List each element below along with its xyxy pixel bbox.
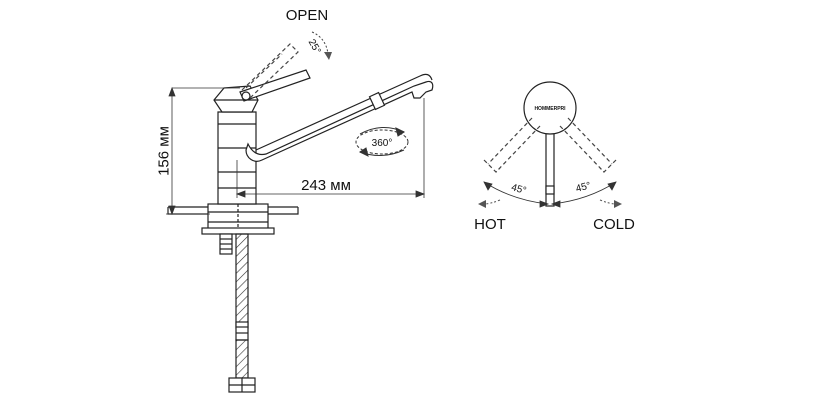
open-label: OPEN (286, 7, 329, 24)
open-arrow-head (324, 52, 332, 60)
rotation-symbol (355, 127, 409, 157)
hot-label: HOT (474, 216, 506, 233)
handle-top-circle (523, 81, 577, 135)
lever-handle (239, 69, 311, 102)
hot-arrow-head (478, 200, 486, 208)
height-label: 156 мм (156, 126, 173, 176)
height-dimension (166, 86, 240, 216)
cold-angle-label: 45° (575, 180, 592, 195)
side-view (167, 43, 434, 393)
reach-dimension (235, 98, 426, 198)
lever-open-position (241, 43, 299, 99)
cold-label: COLD (593, 216, 635, 233)
angle-arcs (483, 181, 617, 208)
cold-direction-arrow (599, 199, 617, 205)
faucet-body (217, 111, 257, 205)
hot-direction-arrow (483, 199, 501, 205)
cold-arrow-head (614, 200, 622, 208)
lever-hot-position (483, 117, 541, 173)
hot-angle-label: 45° (510, 182, 527, 197)
mounting-stud (219, 233, 233, 255)
brand-logo: HOMMERPRI (534, 106, 566, 112)
mounting-base (201, 203, 275, 235)
rotation-label: 360° (372, 138, 393, 149)
top-view (483, 81, 617, 207)
supply-hose (228, 233, 256, 393)
lever-cold-position (559, 117, 617, 173)
spout (245, 73, 434, 162)
reach-label: 243 мм (301, 177, 351, 194)
open-angle-label: 25° (306, 37, 323, 56)
